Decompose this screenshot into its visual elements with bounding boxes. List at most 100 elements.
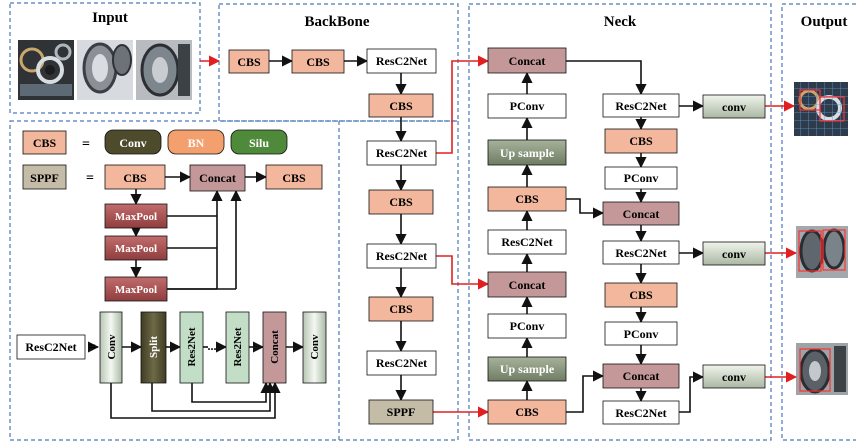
input-image-2 — [77, 40, 133, 100]
neck-conv-3: conv — [702, 364, 766, 389]
bb-sppf-label: SPPF — [387, 405, 416, 419]
neck-upsample-l2-label: Up sample — [500, 362, 555, 376]
bb-resc2net-3-label: ResC2Net — [376, 249, 427, 263]
bb-cbs-5-label: CBS — [389, 302, 413, 316]
input-frame — [9, 2, 201, 114]
neck-cbs-l1-label: CBS — [515, 192, 539, 206]
neck-concat-top: Concat — [487, 47, 567, 74]
legend-bn-label: BN — [188, 136, 205, 150]
rc-concat: Concat — [262, 311, 287, 384]
rc-skip-outer — [110, 381, 281, 419]
output-image-1 — [794, 82, 848, 136]
sppf-concat: Concat — [189, 164, 246, 192]
neck-resc2net-r1-label: ResC2Net — [615, 99, 666, 113]
neck-conv-2: conv — [702, 241, 766, 266]
bb-resc2net-4: ResC2Net — [366, 350, 437, 376]
neck-pconv-top: PConv — [487, 93, 567, 119]
sppf-concat-label: Concat — [199, 171, 236, 185]
bb-cbs-5: CBS — [368, 296, 434, 322]
sppf-maxpool-2: MaxPool — [104, 235, 168, 261]
sppf-cbs-out: CBS — [265, 164, 323, 190]
legend-sppf-label: SPPF — [30, 171, 59, 185]
neck-title: Neck — [604, 14, 637, 30]
sppf-maxpool-1: MaxPool — [104, 203, 168, 229]
neck-cbs-r1-label: CBS — [629, 134, 653, 148]
legend-eq-3: = — [88, 340, 96, 355]
neck-pconv-l2-label: PConv — [510, 319, 545, 333]
bb-cbs-4-label: CBS — [389, 195, 413, 209]
rc-dots: ... — [208, 339, 217, 353]
backbone-lower-frame — [339, 120, 459, 441]
neck-conv-2-label: conv — [722, 247, 746, 261]
neck-upsample-top-label: Up sample — [500, 146, 555, 160]
bb-cbs-2-label: CBS — [306, 55, 330, 69]
neck-upsample-top: Up sample — [487, 139, 567, 166]
neck-pconv-r1-label: PConv — [624, 171, 659, 185]
output-title: Output — [801, 14, 848, 30]
legend-cbs-label: CBS — [33, 136, 57, 150]
neck-resc2net-l1: ResC2Net — [487, 229, 567, 255]
rc-split: Split — [140, 311, 167, 384]
legend-resc2net: ResC2Net — [16, 334, 86, 360]
rc-res2net-2-label: Res2Net — [232, 327, 244, 366]
neck-resc2net-r3: ResC2Net — [602, 400, 680, 425]
input-images — [18, 40, 192, 100]
legend-conv: Conv — [104, 129, 162, 155]
rc-res2net-2: Res2Net — [225, 311, 250, 384]
neck-conv-1: conv — [702, 94, 766, 119]
rc-conv-in-label: Conv — [106, 334, 118, 360]
neck-cbs-l1: CBS — [487, 186, 567, 212]
output-frame — [781, 3, 856, 441]
legend-silu: Silu — [230, 129, 288, 155]
neck-to-conv-3 — [679, 371, 705, 413]
neck-conv-3-label: conv — [722, 370, 746, 384]
sppf-maxpool-2-label: MaxPool — [115, 243, 157, 255]
rc-conv-out-label: Conv — [309, 334, 321, 360]
neck-cbs-to-concat-mid — [566, 198, 605, 219]
rc-conv-out: Conv — [302, 311, 327, 384]
bb-cbs-1-label: CBS — [237, 55, 261, 69]
legend-bn: BN — [167, 129, 225, 155]
input-image-1 — [18, 40, 74, 100]
sppf-cbs-in-label: CBS — [123, 171, 147, 185]
neck-top-concat-to-right — [566, 60, 647, 96]
neck-concat-l2: Concat — [487, 271, 567, 298]
bb-cbs-3-label: CBS — [389, 99, 413, 113]
legend-sppf: SPPF — [22, 164, 67, 190]
legend-resc2net-label: ResC2Net — [25, 340, 76, 354]
neck-resc2net-r2-label: ResC2Net — [615, 246, 666, 260]
legend-frame — [9, 120, 340, 441]
legend-cbs: CBS — [22, 130, 67, 155]
output-image-2 — [796, 226, 848, 278]
legend-eq-1: = — [82, 137, 90, 152]
bb-cbs-4: CBS — [368, 189, 434, 215]
input-image-3 — [136, 40, 192, 100]
bb-to-neck-mid — [436, 255, 490, 290]
rc-skip-split — [151, 381, 276, 412]
sppf-maxpool-1-label: MaxPool — [115, 211, 157, 223]
neck-concat-r2: Concat — [602, 363, 680, 389]
backbone-title: BackBone — [304, 14, 369, 30]
neck-resc2net-l1-label: ResC2Net — [501, 235, 552, 249]
output-images — [794, 82, 848, 395]
connectors — [87, 55, 798, 419]
neck-pconv-r2: PConv — [604, 321, 678, 346]
legend-eq-2: = — [86, 171, 94, 186]
neck-cbs-l3-label: CBS — [515, 405, 539, 419]
bb-resc2net-2: ResC2Net — [366, 140, 437, 166]
bb-to-neck-top — [436, 55, 490, 154]
bb-cbs-1: CBS — [228, 49, 270, 74]
neck-upsample-l2: Up sample — [487, 356, 567, 382]
output-image-3 — [796, 343, 848, 395]
neck-cbs-r2-label: CBS — [629, 288, 653, 302]
neck-concat-r1: Concat — [602, 201, 680, 226]
bb-resc2net-2-label: ResC2Net — [376, 146, 427, 160]
bb-resc2net-1-label: ResC2Net — [376, 54, 427, 68]
neck-cbs-r2: CBS — [604, 282, 678, 308]
neck-pconv-l2: PConv — [487, 313, 567, 339]
legend-silu-label: Silu — [249, 136, 269, 150]
neck-cbs-r1: CBS — [604, 128, 678, 154]
bb-resc2net-3: ResC2Net — [366, 243, 437, 269]
bb-cbs-3: CBS — [368, 93, 434, 118]
